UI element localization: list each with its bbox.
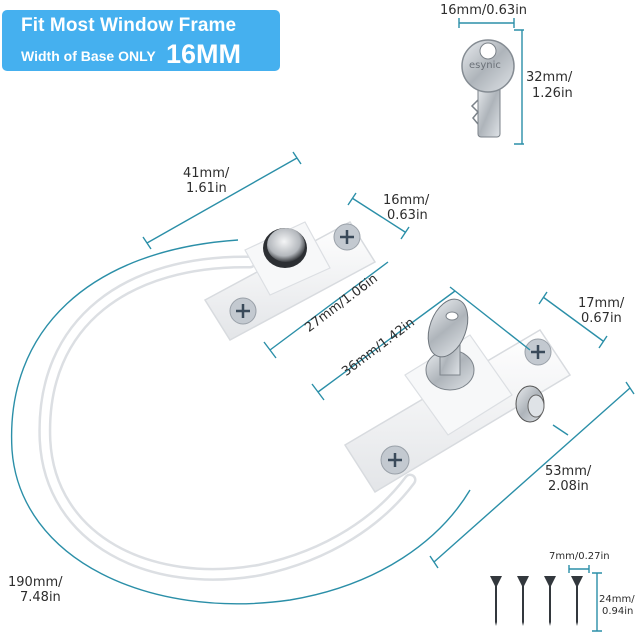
screw-icon (490, 576, 502, 626)
dimension-lines (142, 18, 635, 632)
lower-width-mm: 17mm/ (578, 296, 625, 311)
screw-head-icon (380, 445, 410, 475)
screw-length-mm: 24mm/ (599, 594, 635, 605)
upper-width-mm: 16mm/ (383, 193, 430, 208)
cable (10, 239, 471, 605)
key-in-lock-icon (425, 298, 475, 391)
banner-highlight: 16MM (166, 39, 242, 69)
screw-head-icon (524, 338, 552, 366)
screw-head-icon (333, 223, 361, 251)
screws (490, 576, 583, 626)
key-width-label: 16mm/0.63in (440, 3, 528, 18)
lower-length-mm: 53mm/ (545, 464, 592, 479)
screw-head-width-label: 7mm/0.27in (549, 551, 610, 562)
screw-icon (517, 576, 529, 626)
key-height-label-in: 1.26in (532, 86, 573, 101)
upper-length-in: 1.61in (186, 181, 227, 196)
banner-line-1: Fit Most Window Frame (21, 15, 237, 36)
cable-length-in: 7.48in (20, 590, 61, 605)
cable-lock-cylinder (515, 385, 545, 423)
lower-lock-unit (343, 298, 572, 494)
key-height-label-mm: 32mm/ (526, 70, 573, 85)
lower-width-in: 0.67in (581, 311, 622, 326)
cable-length-mm: 190mm/ (8, 575, 63, 590)
screw-icon (544, 576, 556, 626)
key-brand: esynic (469, 60, 501, 71)
screw-length-in: 0.94in (602, 606, 634, 617)
screw-head-icon (229, 297, 257, 325)
headline-banner: Fit Most Window Frame Width of Base ONLY… (2, 10, 280, 71)
lower-length-in: 2.08in (548, 479, 589, 494)
screw-icon (571, 576, 583, 626)
upper-lock-unit (203, 221, 377, 341)
banner-line-2: Width of Base ONLY (21, 48, 156, 64)
key-icon (461, 39, 515, 138)
upper-length-mm: 41mm/ (183, 166, 230, 181)
upper-width-in: 0.63in (387, 208, 428, 223)
